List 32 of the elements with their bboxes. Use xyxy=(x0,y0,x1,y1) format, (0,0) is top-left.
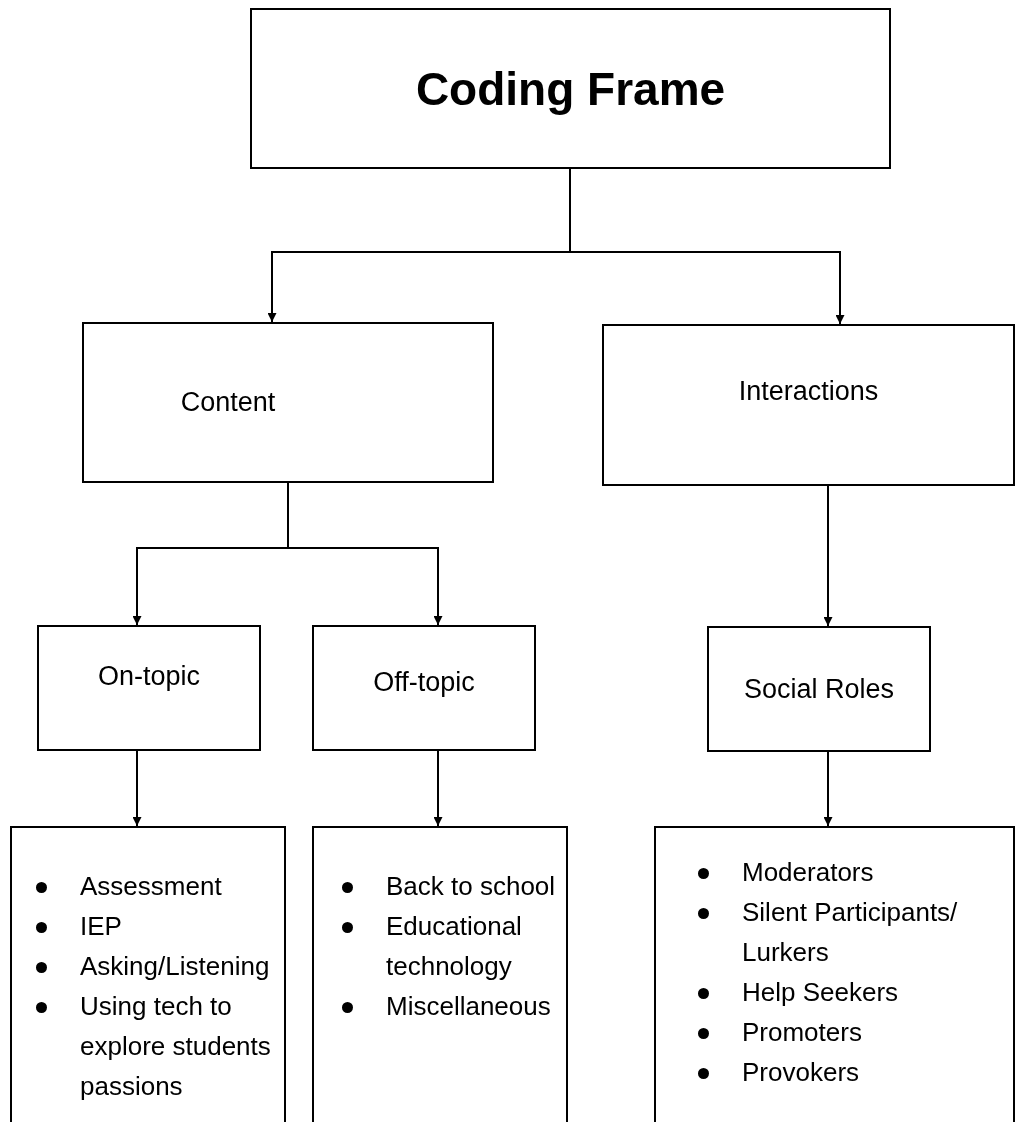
list-box xyxy=(654,826,1015,1122)
list-item: Educational technology xyxy=(386,911,522,981)
category-label: On-topic xyxy=(97,660,200,692)
list-item: Promoters xyxy=(742,1017,862,1047)
list-item: Silent Participants/ Lurkers xyxy=(742,897,958,967)
category-box xyxy=(82,322,494,483)
category-box xyxy=(37,625,261,751)
list-item: Provokers xyxy=(742,1057,860,1087)
list-item: Miscellaneous xyxy=(386,991,551,1021)
category-label: Interactions xyxy=(738,375,879,407)
list-item: Back to school xyxy=(386,871,556,901)
category-label: Social Roles xyxy=(743,673,895,705)
list-item: Using tech to explore students passions xyxy=(80,991,271,1101)
title-box xyxy=(250,8,891,169)
arrow xyxy=(433,750,443,827)
list-item: Moderators xyxy=(742,857,874,887)
list-item: Help Seekers xyxy=(742,977,899,1007)
category-label: Off-topic xyxy=(373,666,475,698)
category-box xyxy=(602,324,1015,486)
arrow xyxy=(823,485,833,627)
category-box xyxy=(312,625,536,751)
list-box xyxy=(312,826,568,1122)
arrow xyxy=(823,751,833,827)
category-box xyxy=(707,626,931,752)
list-box xyxy=(10,826,286,1122)
title-text: Coding Frame xyxy=(415,61,726,116)
arrow xyxy=(287,482,443,626)
list-item: IEP xyxy=(80,911,122,941)
arrow xyxy=(132,750,142,827)
list-item: Asking/Listening xyxy=(80,951,270,981)
category-label: Content xyxy=(180,387,276,418)
list-item: Assessment xyxy=(80,871,222,901)
